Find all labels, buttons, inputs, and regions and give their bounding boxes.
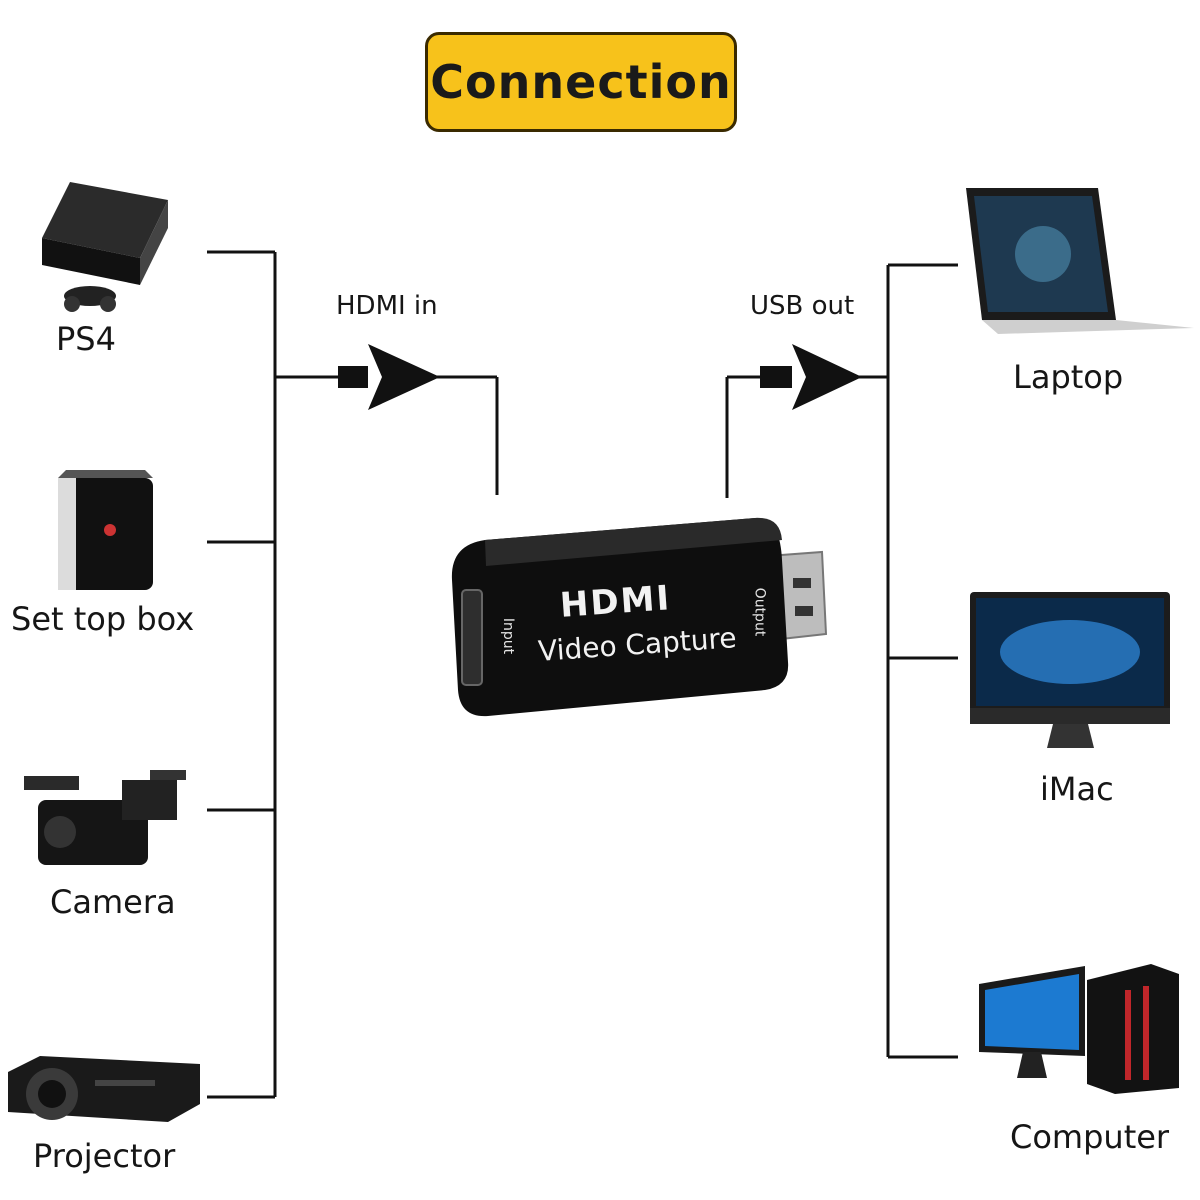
ps4-console-icon xyxy=(42,182,168,312)
destination-label-imac: iMac xyxy=(1040,770,1114,808)
source-label-projector: Projector xyxy=(33,1137,176,1175)
laptop-icon xyxy=(966,188,1194,334)
video-capture-device-icon xyxy=(451,517,828,717)
source-label-ps4: PS4 xyxy=(56,320,116,358)
set-top-box-icon xyxy=(58,470,153,590)
device-input-port-label: Input xyxy=(500,617,517,655)
imac-icon xyxy=(970,592,1170,748)
usb-out-arrow xyxy=(760,344,862,410)
device-brand-logo: HDMI xyxy=(558,578,673,626)
source-label-camera: Camera xyxy=(50,883,176,921)
device-output-port-label: Output xyxy=(751,587,768,637)
destination-label-computer: Computer xyxy=(1010,1118,1170,1156)
desktop-computer-icon xyxy=(979,964,1179,1094)
source-label-set-top-box: Set top box xyxy=(11,600,195,638)
destination-label-laptop: Laptop xyxy=(1013,358,1124,396)
usb-out-label: USB out xyxy=(750,291,855,321)
camcorder-icon xyxy=(24,770,186,865)
title-banner: Connection xyxy=(425,32,737,132)
projector-icon xyxy=(8,1056,200,1122)
hdmi-in-label: HDMI in xyxy=(336,291,438,321)
title-text: Connection xyxy=(430,55,732,109)
hdmi-in-arrow xyxy=(338,344,440,410)
